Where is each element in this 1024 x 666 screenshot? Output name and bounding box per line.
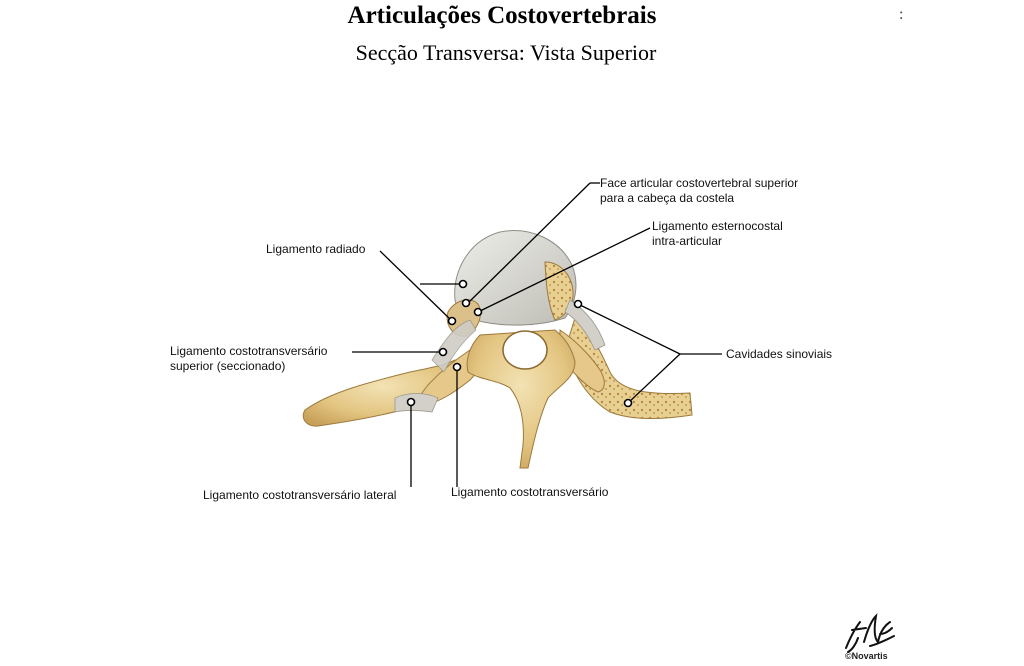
label-ligamento-costotransversario: Ligamento costotransversário [451, 485, 608, 500]
label-ligamento-costotransversario-lateral: Ligamento costotransversário lateral [203, 488, 396, 503]
label-face-articular: Face articular costovertebral superior p… [600, 176, 798, 206]
vertebral-arch [466, 329, 576, 469]
page-title: Articulações Costovertebrais [347, 2, 657, 29]
left-ligament-band [431, 319, 477, 373]
page-subtitle: Secção Transversa: Vista Superior [355, 40, 657, 65]
label-ligamento-esternocostal: Ligamento esternocostal intra-articular [652, 219, 783, 249]
label-ligamento-radiado: Ligamento radiado [266, 242, 365, 257]
copyright-text: ©Novartis [845, 651, 888, 661]
label-cavidades-sinoviais-line1: Cavidades sinoviais [726, 347, 833, 361]
right-ligament-band [564, 299, 606, 351]
artist-signature-icon [845, 613, 895, 653]
label-ligamento-costotransversario-superior: Ligamento costotransversário superior (s… [170, 344, 327, 374]
label-ligamento-costotransversario-lateral-line1: Ligamento costotransversário lateral [203, 488, 397, 502]
lateral-ligament [394, 393, 439, 413]
right-rib [564, 317, 693, 419]
label-ligamento-radiado-line1: Ligamento radiado [266, 242, 366, 256]
vertebral-foramen [502, 330, 548, 370]
label-ligamento-costotransversario-superior-line1: Ligamento costotransversário [170, 344, 328, 358]
label-ligamento-esternocostal-line2: intra-articular [652, 234, 723, 248]
label-ligamento-costotransversario-superior-line2: superior (seccionado) [170, 359, 286, 373]
label-cavidades-sinoviais: Cavidades sinoviais [726, 347, 832, 362]
pin-markers [406, 279, 633, 408]
label-ligamento-costotransversario-line1: Ligamento costotransversário [451, 485, 609, 499]
leader-lines [352, 182, 722, 487]
label-ligamento-esternocostal-line1: Ligamento esternocostal [652, 219, 783, 233]
label-face-articular-line1: Face articular costovertebral superior [600, 176, 799, 190]
label-face-articular-line2: para a cabeça da costela [600, 191, 735, 205]
right-transverse-process [559, 329, 605, 393]
corner-mark: : [899, 6, 904, 23]
